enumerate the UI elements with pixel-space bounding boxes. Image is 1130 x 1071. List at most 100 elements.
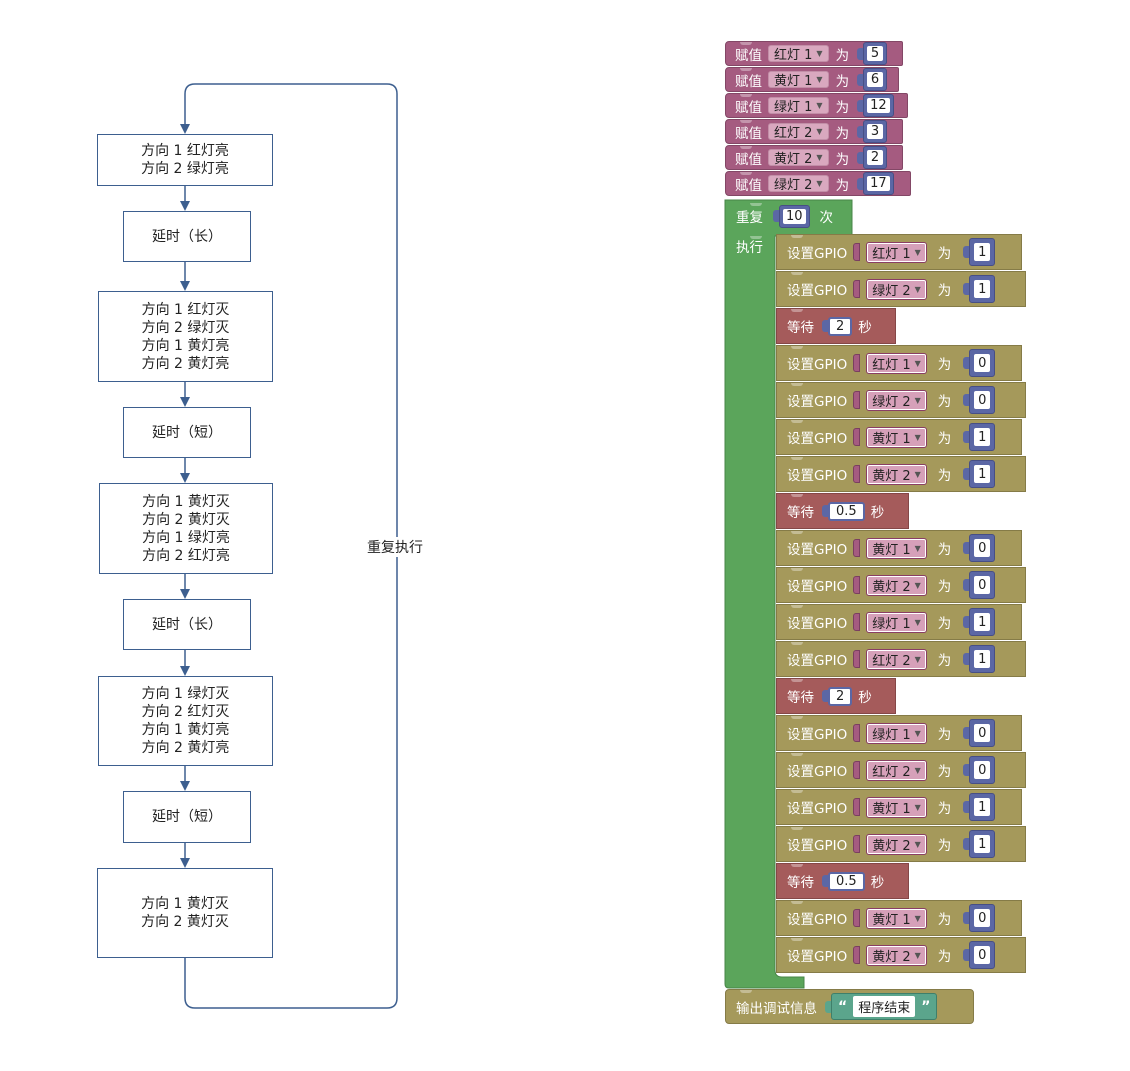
number-field[interactable]: 0 xyxy=(974,576,991,594)
wait-seconds-field[interactable]: 2 xyxy=(828,686,853,706)
variable-dropdown[interactable]: 黄灯 2▼ xyxy=(866,833,927,855)
variable-dropdown[interactable]: 黄灯 1▼ xyxy=(866,907,927,929)
input-socket-icon xyxy=(822,505,828,517)
number-field[interactable]: 10 xyxy=(783,208,806,224)
assign-to-label: 为 xyxy=(835,125,850,142)
number-field[interactable]: 5 xyxy=(867,46,884,61)
number-field[interactable]: 3 xyxy=(867,124,884,139)
variable-dropdown[interactable]: 黄灯 2▼ xyxy=(768,149,829,167)
number-field[interactable]: 0 xyxy=(974,354,991,372)
variable-dropdown[interactable]: 绿灯 1▼ xyxy=(866,611,927,633)
number-field[interactable]: 1 xyxy=(974,798,991,816)
variable-dropdown[interactable]: 红灯 2▼ xyxy=(866,759,927,781)
variable-dropdown[interactable]: 黄灯 1▼ xyxy=(866,796,927,818)
assign-label: 赋值 xyxy=(735,99,762,116)
variable-dropdown[interactable]: 黄灯 1▼ xyxy=(768,71,829,89)
variable-dropdown[interactable]: 黄灯 2▼ xyxy=(866,944,927,966)
number-field[interactable]: 0 xyxy=(974,946,991,964)
number-field[interactable]: 0 xyxy=(974,391,991,409)
dropdown-label: 黄灯 2 xyxy=(872,838,911,854)
variable-dropdown[interactable]: 红灯 1▼ xyxy=(866,241,927,263)
variable-dropdown[interactable]: 红灯 2▼ xyxy=(866,648,927,670)
number-field[interactable]: 1 xyxy=(974,280,991,298)
number-field[interactable]: 6 xyxy=(867,72,884,87)
wait-seconds-field[interactable]: 2 xyxy=(828,316,853,336)
number-field[interactable]: 1 xyxy=(974,243,991,261)
variable-dropdown[interactable]: 绿灯 2▼ xyxy=(866,278,927,300)
number-block: 10 xyxy=(779,204,810,228)
number-field[interactable]: 0 xyxy=(974,909,991,927)
flow-box-line: 方向 1 绿灯灭 xyxy=(141,686,230,702)
wait-seconds-field[interactable]: 0.5 xyxy=(828,501,865,521)
variable-dropdown[interactable]: 黄灯 2▼ xyxy=(866,574,927,596)
print-debug-block[interactable]: 输出调试信息“程序结束” xyxy=(725,989,974,1024)
set-gpio-label: 设置GPIO xyxy=(787,838,848,854)
input-socket-icon xyxy=(963,912,970,924)
dropdown-label: 绿灯 1 xyxy=(872,616,911,632)
number-field[interactable]: 1 xyxy=(974,428,991,446)
repeat-block-shape[interactable] xyxy=(724,199,853,989)
number-field[interactable]: 0 xyxy=(974,724,991,742)
variable-dropdown[interactable]: 黄灯 1▼ xyxy=(866,426,927,448)
number-field[interactable]: 0 xyxy=(974,761,991,779)
number-field[interactable]: 2 xyxy=(867,150,884,165)
input-socket-icon xyxy=(773,210,779,222)
number-field[interactable]: 0 xyxy=(974,539,991,557)
variable-dropdown[interactable]: 红灯 2▼ xyxy=(768,123,829,141)
chevron-down-icon: ▼ xyxy=(914,950,921,960)
assign-to-label: 为 xyxy=(835,47,850,64)
chevron-down-icon: ▼ xyxy=(914,802,921,812)
text-field[interactable]: 程序结束 xyxy=(853,996,916,1017)
dropdown-label: 红灯 2 xyxy=(774,126,813,141)
variable-dropdown[interactable]: 绿灯 1▼ xyxy=(866,722,927,744)
variable-dropdown[interactable]: 红灯 1▼ xyxy=(768,45,829,63)
number-block: 1 xyxy=(969,460,996,488)
wait-seconds-field[interactable]: 0.5 xyxy=(828,871,865,891)
dropdown-label: 红灯 2 xyxy=(872,764,911,780)
number-field[interactable]: 17 xyxy=(867,176,890,191)
number-field[interactable]: 1 xyxy=(974,835,991,853)
input-socket-icon xyxy=(822,690,828,702)
number-field[interactable]: 12 xyxy=(867,98,890,113)
variable-dropdown[interactable]: 绿灯 2▼ xyxy=(866,389,927,411)
number-field[interactable]: 1 xyxy=(974,465,991,483)
number-field[interactable]: 1 xyxy=(974,613,991,631)
number-field[interactable]: 1 xyxy=(974,650,991,668)
variable-dropdown[interactable]: 黄灯 1▼ xyxy=(866,537,927,559)
variable-dropdown[interactable]: 绿灯 1▼ xyxy=(768,97,829,115)
number-block: 1 xyxy=(969,238,996,266)
variable-dropdown[interactable]: 黄灯 2▼ xyxy=(866,463,927,485)
input-socket-icon xyxy=(853,576,861,594)
variable-dropdown[interactable]: 绿灯 2▼ xyxy=(768,175,829,193)
chevron-down-icon: ▼ xyxy=(816,75,823,84)
variable-dropdown[interactable]: 红灯 1▼ xyxy=(866,352,927,374)
